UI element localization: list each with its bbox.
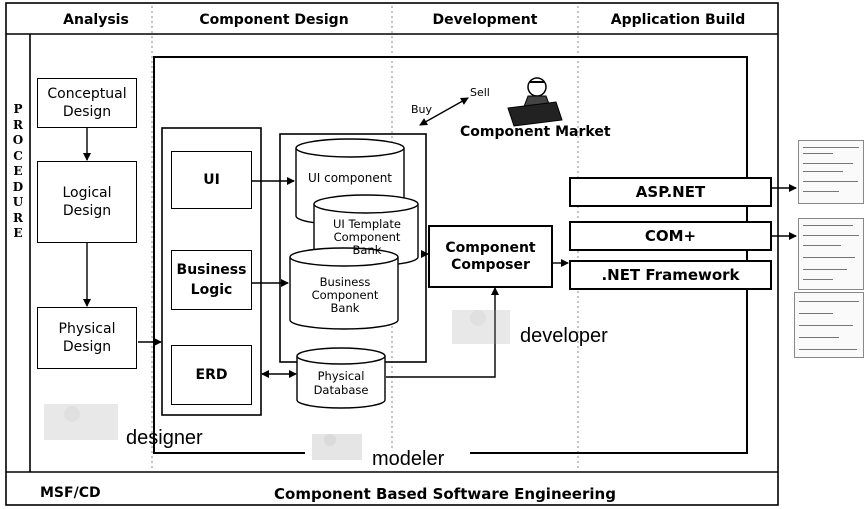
procedure-letter: R <box>13 210 23 225</box>
header-component-design: Component Design <box>199 12 349 28</box>
business-bank-label: Business Component Bank <box>311 275 379 315</box>
netframework-box: .NET Framework <box>569 260 772 290</box>
ui-component-label: UI component <box>307 171 393 185</box>
physical-database-label: Physical Database <box>313 369 369 397</box>
cylinder-physical-database <box>296 347 386 409</box>
modeler-figure-icon <box>312 434 362 460</box>
seller-figure-icon <box>507 77 563 127</box>
ui-template-bank-label: UI Template Component Bank <box>333 217 401 257</box>
sell-label: Sell <box>470 86 490 99</box>
procedure-letter: P <box>13 102 23 116</box>
cylinder-business-bank <box>289 247 399 330</box>
modeler-label: modeler <box>370 448 447 471</box>
procedure-letter: O <box>12 133 24 147</box>
component-market-label: Component Market <box>460 124 611 140</box>
procedure-letter: R <box>13 117 23 132</box>
header-analysis: Analysis <box>63 12 129 28</box>
conceptual-design-box: Conceptual Design <box>37 78 137 128</box>
header-development: Development <box>432 12 538 28</box>
designer-label: designer <box>126 427 203 449</box>
complus-box: COM+ <box>569 221 772 251</box>
ui-box: UI <box>171 151 252 209</box>
procedure-letter: E <box>13 226 23 240</box>
footer-cbse: Component Based Software Engineering <box>274 485 616 503</box>
component-composer-box: Component Composer <box>428 225 553 288</box>
developer-label: developer <box>520 325 608 347</box>
procedure-letter: U <box>12 195 24 209</box>
business-logic-box: Business Logic <box>171 250 252 310</box>
footer-msfcd: MSF/CD <box>40 485 101 501</box>
app-screenshot-thumbnail <box>798 140 864 204</box>
aspnet-box: ASP.NET <box>569 177 772 207</box>
logical-design-box: Logical Design <box>37 161 137 243</box>
procedure-letter: C <box>13 148 23 163</box>
procedure-letter: D <box>12 179 24 194</box>
developer-figure-icon <box>452 310 510 344</box>
app-screenshot-thumbnail <box>798 218 864 290</box>
procedure-letter: E <box>13 164 23 178</box>
header-application-build: Application Build <box>610 12 746 28</box>
designer-figure-icon <box>44 404 118 440</box>
procedure-label: P R O C E D U R E <box>11 102 25 242</box>
physical-design-box: Physical Design <box>37 307 137 369</box>
erd-box: ERD <box>171 345 252 405</box>
app-screenshot-thumbnail <box>794 292 864 358</box>
buy-label: Buy <box>411 103 433 116</box>
